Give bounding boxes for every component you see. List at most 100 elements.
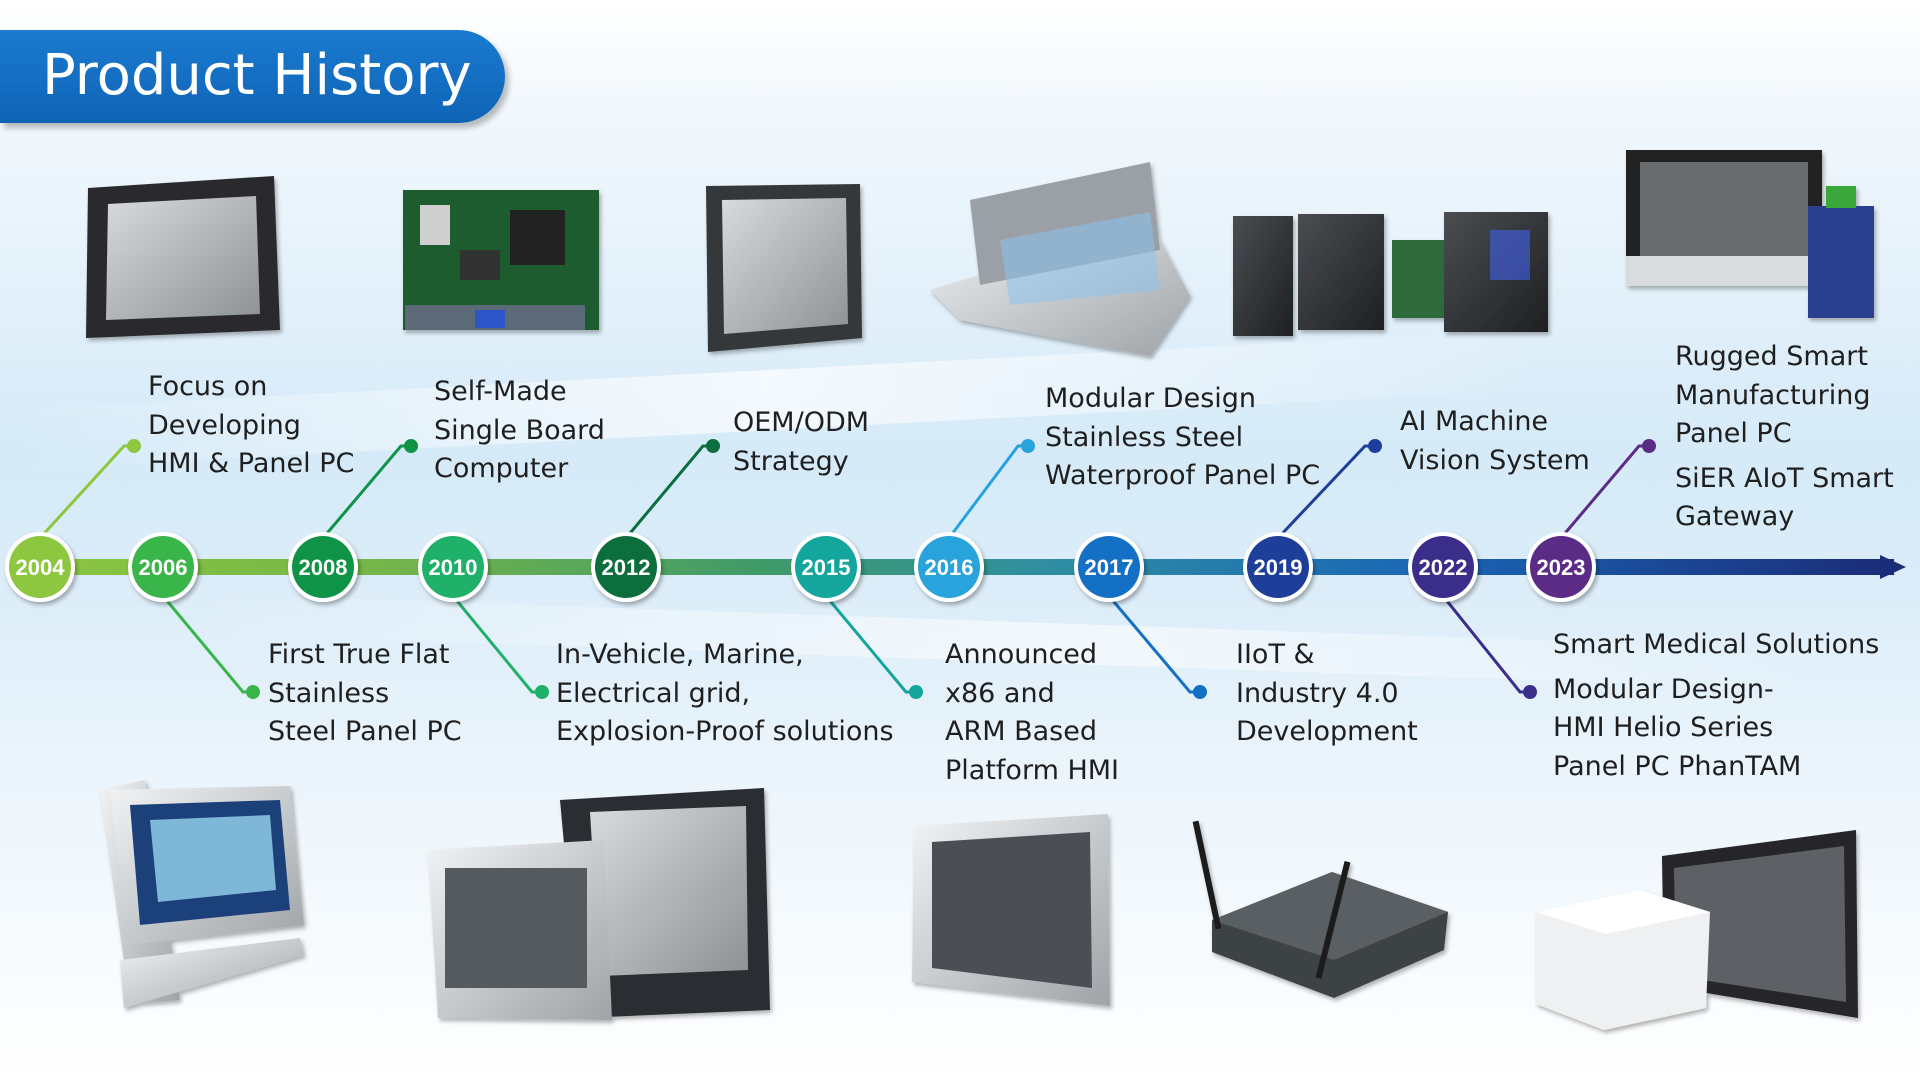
connector-line-2012 <box>624 444 713 539</box>
year-label: 2006 <box>139 555 188 580</box>
connector-dot-2010 <box>535 685 549 699</box>
caption-line: HMI Helio Series <box>1553 712 1774 743</box>
caption-line: In-Vehicle, Marine, <box>556 639 804 670</box>
caption-line: Focus on <box>148 371 268 402</box>
timeline-arrowhead <box>1880 555 1906 579</box>
year-badge-2016: 2016 <box>914 532 984 602</box>
year-badge-2012: 2012 <box>591 532 661 602</box>
year-label: 2015 <box>802 555 851 580</box>
caption-line: x86 and <box>945 677 1055 709</box>
caption-line: Computer <box>434 453 569 484</box>
caption-line: Modular Design <box>1045 383 1257 414</box>
year-badge-2006: 2006 <box>128 532 198 602</box>
year-badge-2023: 2023 <box>1526 532 1596 602</box>
caption-line: HMI & Panel PC <box>148 448 355 479</box>
connector-dot-2008 <box>404 439 418 453</box>
caption-line: Self-Made <box>434 376 567 407</box>
connector-line-2004 <box>38 444 134 540</box>
machine-vision-boxes-image <box>1233 212 1548 336</box>
year-label: 2022 <box>1419 555 1468 580</box>
connector-line-2022 <box>1441 595 1530 694</box>
panel-pc-black-image <box>706 184 862 352</box>
caption-line: Explosion-Proof solutions <box>556 716 894 747</box>
caption-line: OEM/ODM <box>733 407 870 438</box>
caption-line: SiER AIoT Smart <box>1675 462 1894 494</box>
caption-line: Platform HMI <box>945 754 1120 786</box>
caption-line: Development <box>1236 716 1418 747</box>
connector-dot-2004 <box>127 439 141 453</box>
iiot-gateway-image <box>1192 820 1448 998</box>
caption-line: Panel PC PhanTAM <box>1553 750 1802 782</box>
year-label: 2019 <box>1254 555 1303 580</box>
connector-dot-2015 <box>909 685 923 699</box>
year-badge-2008: 2008 <box>288 532 358 602</box>
caption-line: Stainless Steel <box>1045 421 1244 453</box>
single-board-computer-image <box>403 190 599 330</box>
caption-line: AI Machine <box>1400 406 1549 437</box>
caption-line: IIoT & <box>1236 639 1315 670</box>
caption-line: First True Flat <box>268 639 450 670</box>
caption-line: Electrical grid, <box>556 677 751 709</box>
year-label: 2004 <box>16 555 66 580</box>
caption-line: Manufacturing <box>1675 379 1871 411</box>
caption-line: Panel PC <box>1675 418 1792 449</box>
caption-line: Strategy <box>733 445 849 477</box>
connector-dot-2017 <box>1193 685 1207 699</box>
caption-line: Developing <box>148 409 301 441</box>
waterproof-modular-panel-pc-image <box>930 162 1190 356</box>
title-banner: Product History <box>0 30 505 123</box>
year-label: 2017 <box>1085 555 1134 580</box>
caption-line: Gateway <box>1675 501 1795 532</box>
arm-platform-hmi-image <box>912 814 1110 1006</box>
year-label: 2010 <box>429 555 478 580</box>
page-title: Product History <box>42 43 472 108</box>
connector-dot-2023 <box>1642 439 1656 453</box>
milestone-caption-2012: OEM/ODM Strategy <box>733 404 869 481</box>
connector-line-2016 <box>947 444 1028 539</box>
stainless-panel-pc-stand-image <box>100 780 304 1008</box>
year-badge-2015: 2015 <box>791 532 861 602</box>
caption-line: Vision System <box>1400 444 1590 476</box>
connector-dot-2022 <box>1523 685 1537 699</box>
caption-line: ARM Based <box>945 716 1097 747</box>
rugged-manufacturing-panel-pc-image <box>1626 150 1874 318</box>
year-badge-2010: 2010 <box>418 532 488 602</box>
year-label: 2008 <box>299 555 348 580</box>
caption-line: Smart Medical Solutions <box>1553 629 1880 660</box>
caption-line: Steel Panel PC <box>268 716 462 747</box>
year-label: 2016 <box>925 555 974 580</box>
year-badge-2022: 2022 <box>1408 532 1478 602</box>
milestone-caption-2010: In-Vehicle, Marine, Electrical grid, Explo… <box>556 636 894 752</box>
year-badge-2019: 2019 <box>1243 532 1313 602</box>
connector-dot-2019 <box>1368 439 1382 453</box>
helio-modular-hmi-image <box>1536 830 1858 1030</box>
connector-dot-2012 <box>706 439 720 453</box>
caption-line: Rugged Smart <box>1675 341 1868 372</box>
caption-line: Stainless <box>268 677 390 709</box>
connector-dot-2006 <box>246 685 260 699</box>
year-badge-2017: 2017 <box>1074 532 1144 602</box>
year-label: 2023 <box>1537 555 1586 580</box>
year-badge-2004: 2004 <box>5 532 75 602</box>
connector-line-2006 <box>161 595 253 694</box>
caption-line: Announced <box>945 639 1098 670</box>
panel-pc-image <box>86 176 280 338</box>
caption-line: Industry 4.0 <box>1236 677 1399 709</box>
connector-dot-2016 <box>1021 439 1035 453</box>
caption-line: Modular Design- <box>1553 673 1774 705</box>
caption-line: Waterproof Panel PC <box>1045 460 1321 491</box>
caption-line: Single Board <box>434 414 605 446</box>
connector-line-2017 <box>1107 595 1200 694</box>
connector-line-2010 <box>451 595 542 694</box>
year-label: 2012 <box>602 555 651 580</box>
